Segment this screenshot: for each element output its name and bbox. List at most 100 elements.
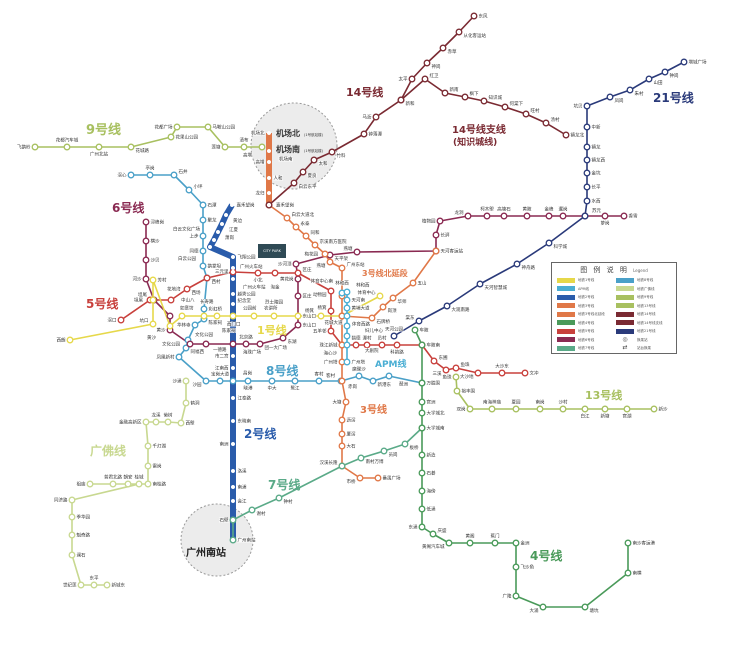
station-marker-l6[interactable] <box>294 321 302 329</box>
station-marker-l6[interactable] <box>202 340 210 348</box>
station-marker-l13[interactable] <box>453 387 461 395</box>
station-marker-l6[interactable] <box>545 212 553 220</box>
station-marker-l6[interactable] <box>436 217 444 225</box>
station-marker-l5[interactable] <box>363 341 371 349</box>
station-marker-l4[interactable] <box>466 539 474 547</box>
station-marker-gf[interactable] <box>68 496 76 504</box>
station-marker-l3[interactable] <box>292 223 300 231</box>
station-marker-apm[interactable] <box>343 322 351 330</box>
station-marker-l8[interactable] <box>191 321 199 329</box>
station-marker-l21[interactable] <box>680 58 688 66</box>
station-marker-l2[interactable] <box>230 254 236 260</box>
station-marker-l14[interactable] <box>372 113 380 121</box>
station-marker-l2[interactable] <box>211 237 217 243</box>
station-marker-l1[interactable] <box>149 296 157 304</box>
station-marker-l2[interactable] <box>229 202 235 208</box>
station-marker-l13[interactable] <box>452 373 460 381</box>
station-marker-l8[interactable] <box>355 372 363 380</box>
station-marker-apm[interactable] <box>343 332 351 340</box>
station-marker-l1[interactable] <box>317 312 325 320</box>
station-marker-l13[interactable] <box>466 405 474 413</box>
station-marker-l14b[interactable] <box>421 75 429 83</box>
station-marker-l8[interactable] <box>185 186 193 194</box>
station-marker-l9[interactable] <box>258 143 266 151</box>
station-marker-gf[interactable] <box>124 480 132 488</box>
station-marker-l6[interactable] <box>620 212 628 220</box>
station-marker-l8[interactable] <box>268 377 276 385</box>
station-marker-l13[interactable] <box>601 405 609 413</box>
station-marker-gf[interactable] <box>182 399 190 407</box>
station-marker-l21[interactable] <box>583 197 591 205</box>
station-marker-l14[interactable] <box>360 130 368 138</box>
station-marker-l2[interactable] <box>230 313 236 319</box>
station-marker-l1[interactable] <box>270 312 278 320</box>
station-marker-l6[interactable] <box>279 334 287 342</box>
station-marker-l7[interactable] <box>338 462 346 470</box>
station-marker-l4[interactable] <box>418 379 426 387</box>
station-marker-l4[interactable] <box>418 451 426 459</box>
station-marker-l5[interactable] <box>378 341 386 349</box>
station-marker-apm[interactable] <box>343 296 351 304</box>
station-marker-l3[interactable] <box>374 474 382 482</box>
station-marker-l6[interactable] <box>142 218 150 226</box>
station-marker-gf[interactable] <box>144 462 152 470</box>
station-marker-l6[interactable] <box>294 292 302 300</box>
station-marker-l9[interactable] <box>167 133 175 141</box>
station-marker-l8[interactable] <box>199 201 207 209</box>
station-marker-gf[interactable] <box>109 480 117 488</box>
station-marker-l14[interactable] <box>439 44 447 52</box>
station-marker-l6[interactable] <box>292 260 300 268</box>
station-marker-l21[interactable] <box>443 302 451 310</box>
station-marker-l2[interactable] <box>230 291 236 297</box>
station-marker-gf[interactable] <box>77 581 85 589</box>
station-marker-l6[interactable] <box>353 248 361 256</box>
station-marker-l8[interactable] <box>199 262 207 270</box>
station-marker-gf[interactable] <box>177 419 185 427</box>
station-marker-l5[interactable] <box>183 285 191 293</box>
station-marker-l2[interactable] <box>230 468 236 474</box>
station-marker-l8[interactable] <box>385 372 393 380</box>
station-marker-l2[interactable] <box>230 378 236 384</box>
station-marker-l1[interactable] <box>66 336 74 344</box>
station-marker-l1[interactable] <box>250 312 258 320</box>
station-marker-l7[interactable] <box>229 516 237 524</box>
station-marker-l1[interactable] <box>213 312 221 320</box>
station-marker-l21[interactable] <box>513 260 521 268</box>
station-marker-l8[interactable] <box>146 171 154 179</box>
station-marker-l3b[interactable] <box>432 247 440 255</box>
station-marker-l1[interactable] <box>294 312 302 320</box>
station-marker-l1[interactable] <box>149 320 157 328</box>
station-marker-l6[interactable] <box>142 237 150 245</box>
station-marker-l7[interactable] <box>275 494 283 502</box>
station-marker-airport[interactable] <box>266 148 272 154</box>
station-marker-l5[interactable] <box>430 357 438 365</box>
station-marker-l9[interactable] <box>221 143 229 151</box>
station-marker-l5[interactable] <box>327 287 335 295</box>
station-marker-l6[interactable] <box>242 340 250 348</box>
station-marker-apm[interactable] <box>343 358 351 366</box>
station-marker-l4[interactable] <box>418 409 426 417</box>
station-marker-l2[interactable] <box>230 276 236 282</box>
station-marker-gf[interactable] <box>164 418 172 426</box>
station-marker-l2[interactable] <box>230 418 236 424</box>
station-marker-l9[interactable] <box>95 143 103 151</box>
station-marker-l4[interactable] <box>429 530 437 538</box>
station-marker-l13[interactable] <box>623 405 631 413</box>
station-marker-l9[interactable] <box>31 143 39 151</box>
station-marker-l2[interactable] <box>230 441 236 447</box>
station-marker-l3[interactable] <box>338 416 346 424</box>
station-marker-l6[interactable] <box>294 275 302 283</box>
station-marker-l8[interactable] <box>216 377 224 385</box>
station-marker-gf[interactable] <box>68 551 76 559</box>
station-marker-l13[interactable] <box>650 405 658 413</box>
station-marker-l8[interactable] <box>170 171 178 179</box>
station-marker-l5[interactable] <box>393 341 401 349</box>
station-marker-gf[interactable] <box>135 480 143 488</box>
station-marker-l6[interactable] <box>559 212 567 220</box>
station-marker-l13[interactable] <box>559 405 567 413</box>
station-marker-l14[interactable] <box>299 168 307 176</box>
station-marker-l2[interactable] <box>230 365 236 371</box>
station-marker-l8[interactable] <box>202 377 210 385</box>
station-marker-l9[interactable] <box>63 143 71 151</box>
station-marker-l3[interactable] <box>302 232 310 240</box>
